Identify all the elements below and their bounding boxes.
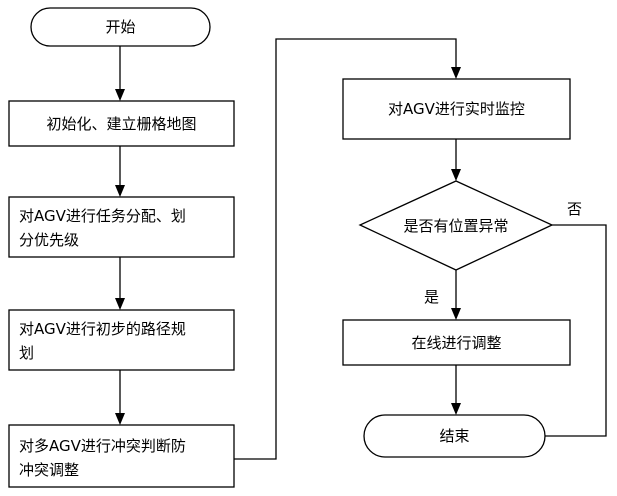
arrowhead-path [115, 298, 125, 310]
arrowhead-end [451, 403, 461, 415]
task-assign-label-line2: 分优先级 [19, 231, 79, 249]
arrowhead-decision [451, 169, 461, 181]
monitor-label: 对AGV进行实时监控 [388, 100, 525, 118]
decision-label: 是否有位置异常 [403, 217, 508, 235]
arrowhead-adjust [451, 308, 461, 320]
arrowhead-init [115, 89, 125, 101]
start-label: 开始 [105, 18, 135, 36]
path-plan-label-line1: 对AGV进行初步的路径规 [19, 320, 186, 338]
no-branch-label: 否 [567, 200, 582, 218]
end-label: 结束 [439, 427, 469, 445]
arrowhead-assign [115, 185, 125, 197]
yes-branch-label: 是 [424, 288, 439, 306]
init-label: 初始化、建立栅格地图 [46, 115, 196, 133]
task-assign-label-line1: 对AGV进行任务分配、划 [19, 207, 186, 225]
path-plan-process-box [9, 310, 234, 370]
adjust-label: 在线进行调整 [411, 334, 501, 352]
conflict-label-line1: 对多AGV进行冲突判断防 [19, 437, 186, 455]
arrowhead-conflict [115, 413, 125, 425]
conflict-label-line2: 冲突调整 [19, 461, 79, 479]
path-plan-label-line2: 划 [19, 344, 34, 362]
arrowhead-monitor [451, 67, 461, 79]
